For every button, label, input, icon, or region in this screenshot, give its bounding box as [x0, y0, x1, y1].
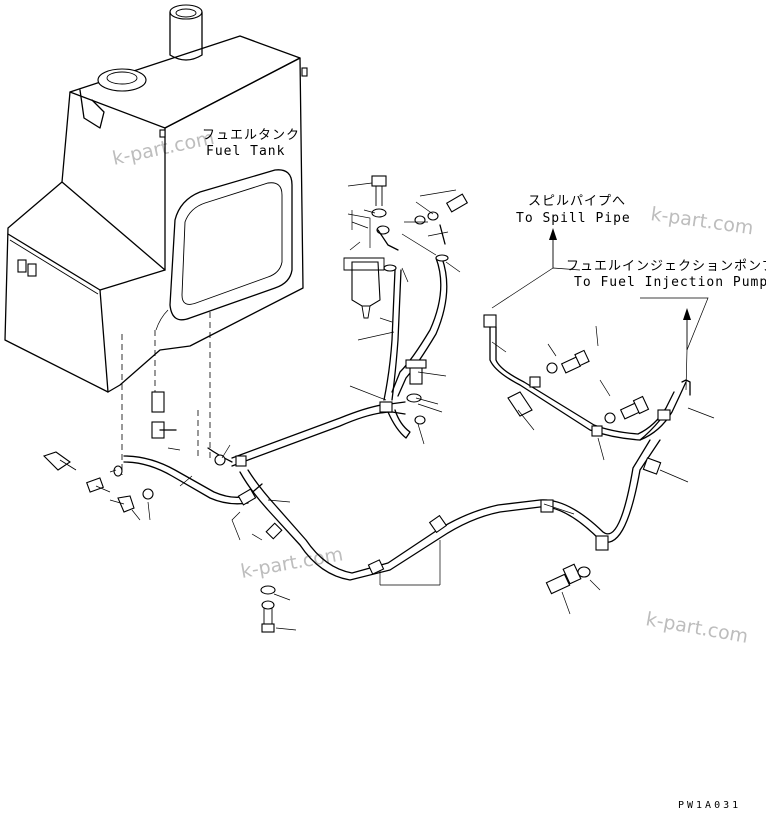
- fuel-pipe-elbow: [387, 409, 411, 439]
- arrow-to-spill-pipe: [549, 228, 557, 268]
- return-pipe: [483, 314, 691, 441]
- arrow-to-injection-pump: [683, 308, 691, 350]
- fuel-tank: [4, 4, 308, 393]
- label-spill-pipe-jp: スピルパイプへ: [528, 194, 626, 209]
- left-fittings: [42, 391, 247, 513]
- fuel-hose-main: [123, 401, 661, 581]
- label-injection-pump-jp: フュエルインジェクションポンプへ: [566, 259, 766, 274]
- leader-lines: [95, 182, 715, 631]
- fuel-filter: [343, 257, 397, 319]
- fuel-hose: [391, 257, 442, 393]
- fuel-pipe: [391, 269, 402, 401]
- sleeve: [507, 391, 533, 417]
- label-injection-pump-en: To Fuel Injection Pump: [574, 275, 766, 290]
- fuel-pipe: [383, 269, 396, 401]
- drawing-code: PW1A031: [678, 800, 741, 811]
- bolts-bottom: [260, 585, 276, 633]
- watermark: k-part.com: [644, 608, 750, 648]
- label-fuel-tank-jp: フュエルタンク: [202, 128, 300, 143]
- label-spill-pipe-en: To Spill Pipe: [516, 211, 631, 226]
- bolts-right: [545, 349, 650, 595]
- bolt-fittings: [371, 175, 469, 425]
- label-fuel-tank-en: Fuel Tank: [206, 144, 285, 159]
- watermark: k-part.com: [649, 203, 755, 239]
